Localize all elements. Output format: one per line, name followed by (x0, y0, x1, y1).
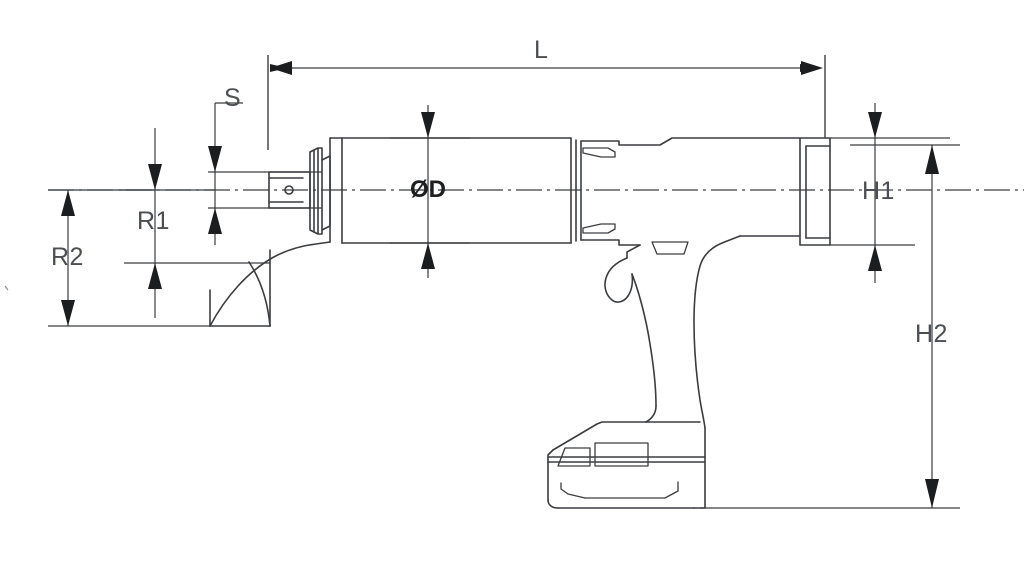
dimension-H2 (700, 144, 960, 509)
rear-housing (580, 137, 801, 259)
battery-foot (560, 481, 679, 499)
dimension-label-r1: R1 (137, 207, 170, 235)
trigger (604, 257, 634, 303)
dimension-label-diameter-d: ØD (410, 176, 446, 203)
vent-slots (582, 147, 616, 234)
dimension-R1 (120, 128, 270, 318)
battery-latch (557, 442, 649, 467)
front-nose-sweep (209, 241, 331, 327)
grip-rear-edge (693, 235, 741, 429)
dimension-label-h2: H2 (915, 320, 948, 348)
rear-cap (799, 137, 831, 246)
dimension-H1 (830, 103, 950, 283)
dimension-label-h1: H1 (862, 177, 895, 205)
battery-pack (547, 421, 706, 509)
dimension-S (208, 102, 322, 245)
dimension-label-S: S (224, 84, 242, 112)
tool-outline (209, 137, 831, 509)
forward-reverse-button (651, 241, 689, 255)
grip-front-edge (631, 273, 657, 423)
dimension-D (390, 105, 470, 278)
dimension-label-L: L (534, 36, 549, 64)
dimension-R2 (48, 189, 210, 327)
dimension-L (267, 55, 826, 150)
front-collar (309, 147, 331, 235)
stray-tick-mark (4, 285, 9, 291)
dimension-label-r2: R2 (51, 243, 84, 271)
